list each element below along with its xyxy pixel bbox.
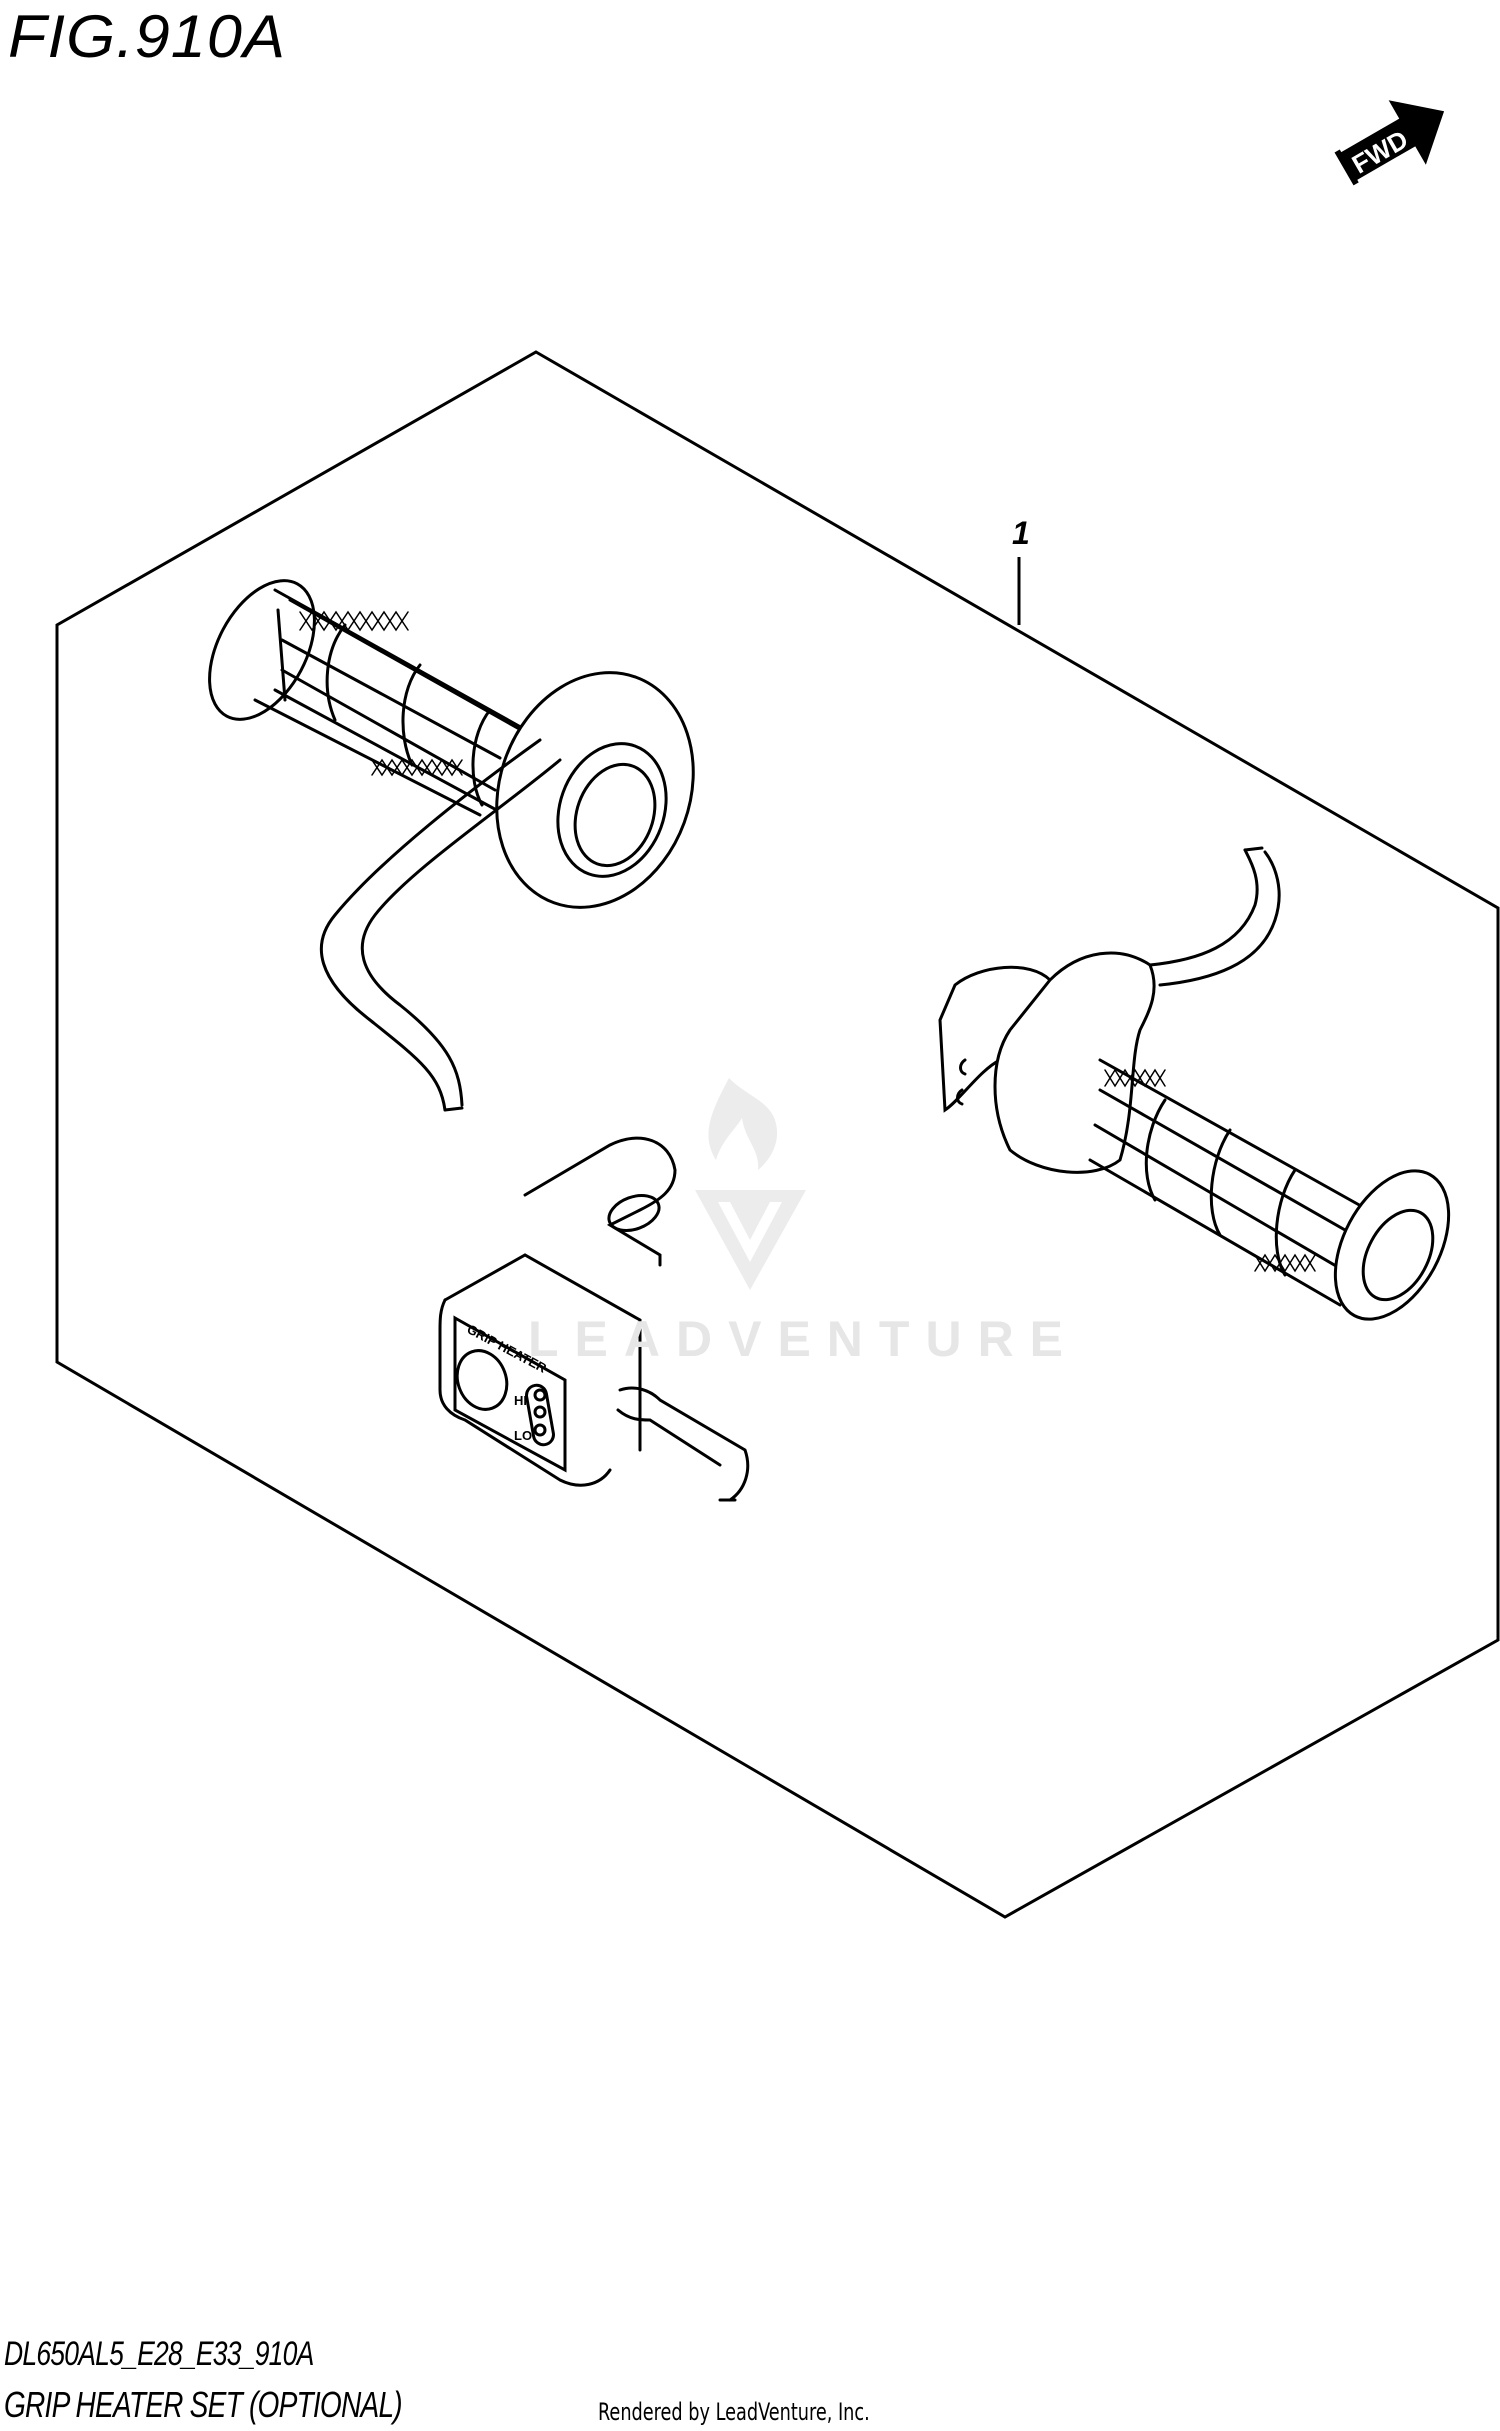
fwd-arrow-icon[interactable]: FWD [1327,82,1461,200]
switch-lo-label: LO [514,1428,532,1443]
grip-heater-switch[interactable] [438,1136,750,1502]
kit-outline [55,350,1500,1919]
watermark-text: LEADVENTURE [528,1311,1080,1367]
callout-number-1[interactable]: 1 [1012,515,1030,551]
flame-v-logo-icon [695,1078,806,1290]
render-credit: Rendered by LeadVenture, Inc. [598,2398,870,2426]
switch-hi-label: HI [514,1393,527,1408]
section-name: GRIP HEATER SET (OPTIONAL) [4,2384,403,2425]
model-code: DL650AL5_E28_E33_910A [4,2335,314,2373]
right-heated-grip[interactable] [938,846,1472,1338]
left-heated-grip[interactable] [188,563,725,1112]
figure-title: FIG.910A [8,3,287,70]
